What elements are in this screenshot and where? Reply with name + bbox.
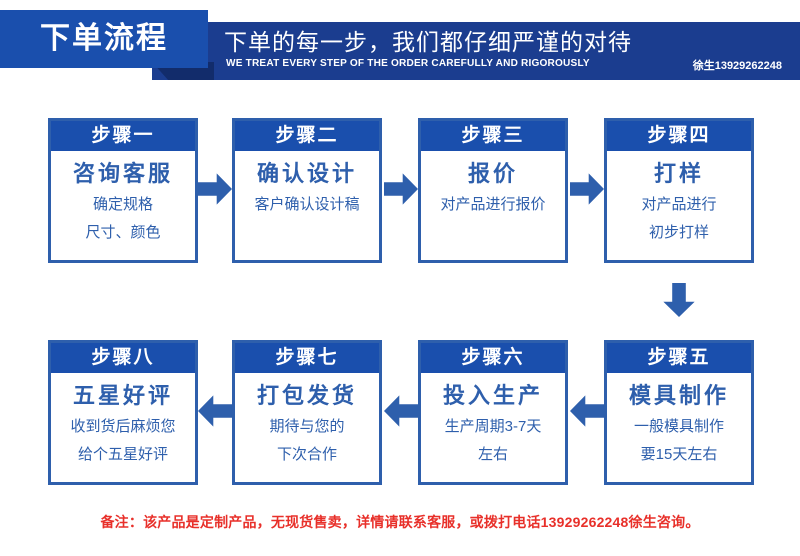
step-card-5-title: 模具制作 <box>628 383 729 408</box>
page-header: 下单流程 下单的每一步，我们都仔细严谨的对待 WE TREAT EVERY ST… <box>0 0 800 92</box>
step-card-2-body: 确认设计 客户确认设计稿 <box>235 151 379 219</box>
arrow-right-icon-2-to-3 <box>384 173 418 205</box>
step-card-4-line-1: 对产品进行 <box>641 196 717 213</box>
step-card-8-body: 五星好评 收到货后麻烦您 给个五星好评 <box>51 373 195 469</box>
step-card-8: 步骤八 五星好评 收到货后麻烦您 给个五星好评 <box>48 340 198 485</box>
arrow-left-icon-7-to-8 <box>198 395 232 427</box>
step-card-5-line-1: 一般模具制作 <box>633 418 724 435</box>
footer-note: 备注：该产品是定制产品，无现货售卖，详情请联系客服，或拨打电话139292622… <box>100 514 700 530</box>
step-card-7-body: 打包发货 期待与您的 下次合作 <box>235 373 379 469</box>
step-card-2: 步骤二 确认设计 客户确认设计稿 <box>232 118 382 263</box>
header-title-tab: 下单流程 <box>0 10 208 68</box>
arrow-down-icon-4-to-5 <box>663 283 695 317</box>
step-card-5-header: 步骤五 <box>607 343 751 373</box>
step-card-3-header: 步骤三 <box>421 121 565 151</box>
step-card-6: 步骤六 投入生产 生产周期3-7天 左右 <box>418 340 568 485</box>
step-card-6-line-1: 生产周期3-7天 <box>444 418 542 435</box>
header-banner-band <box>152 22 800 80</box>
header-slogan-en: WE TREAT EVERY STEP OF THE ORDER CAREFUL… <box>226 57 590 69</box>
step-card-8-title: 五星好评 <box>72 383 173 408</box>
step-card-4-header: 步骤四 <box>607 121 751 151</box>
step-card-1: 步骤一 咨询客服 确定规格 尺寸、颜色 <box>48 118 198 263</box>
step-card-2-title: 确认设计 <box>256 161 357 186</box>
step-card-6-title: 投入生产 <box>442 383 543 408</box>
step-card-5: 步骤五 模具制作 一般模具制作 要15天左右 <box>604 340 754 485</box>
step-card-4: 步骤四 打样 对产品进行 初步打样 <box>604 118 754 263</box>
step-card-3-body: 报价 对产品进行报价 <box>421 151 565 219</box>
step-card-8-line-1: 收到货后麻烦您 <box>70 418 176 435</box>
step-card-3-line-1: 对产品进行报价 <box>440 196 546 213</box>
header-slogan-cn: 下单的每一步，我们都仔细严谨的对待 <box>224 29 632 55</box>
arrow-right-icon-1-to-2 <box>198 173 232 205</box>
step-card-1-title: 咨询客服 <box>72 161 173 186</box>
step-card-4-body: 打样 对产品进行 初步打样 <box>607 151 751 247</box>
step-card-7: 步骤七 打包发货 期待与您的 下次合作 <box>232 340 382 485</box>
step-card-1-header: 步骤一 <box>51 121 195 151</box>
step-card-4-line-2: 初步打样 <box>648 224 709 241</box>
step-card-1-line-2: 尺寸、颜色 <box>85 224 161 241</box>
arrow-right-icon-3-to-4 <box>570 173 604 205</box>
step-card-2-header: 步骤二 <box>235 121 379 151</box>
step-card-8-header: 步骤八 <box>51 343 195 373</box>
arrow-left-icon-6-to-7 <box>384 395 418 427</box>
step-card-3: 步骤三 报价 对产品进行报价 <box>418 118 568 263</box>
step-card-7-line-2: 下次合作 <box>276 446 337 463</box>
arrow-left-icon-5-to-6 <box>570 395 604 427</box>
step-card-7-title: 打包发货 <box>256 383 357 408</box>
step-card-3-title: 报价 <box>467 161 518 186</box>
step-card-7-header: 步骤七 <box>235 343 379 373</box>
step-card-5-line-2: 要15天左右 <box>640 446 718 463</box>
step-card-1-body: 咨询客服 确定规格 尺寸、颜色 <box>51 151 195 247</box>
step-card-8-line-2: 给个五星好评 <box>77 446 168 463</box>
step-card-6-body: 投入生产 生产周期3-7天 左右 <box>421 373 565 469</box>
step-card-2-line-1: 客户确认设计稿 <box>254 196 360 213</box>
step-card-6-line-2: 左右 <box>477 446 508 463</box>
step-card-6-header: 步骤六 <box>421 343 565 373</box>
step-card-1-line-1: 确定规格 <box>92 196 153 213</box>
step-card-7-line-1: 期待与您的 <box>269 418 345 435</box>
header-contact-info: 徐生13929262248 <box>692 60 782 72</box>
step-card-4-title: 打样 <box>653 161 704 186</box>
page-title: 下单流程 <box>40 22 168 55</box>
step-card-5-body: 模具制作 一般模具制作 要15天左右 <box>607 373 751 469</box>
